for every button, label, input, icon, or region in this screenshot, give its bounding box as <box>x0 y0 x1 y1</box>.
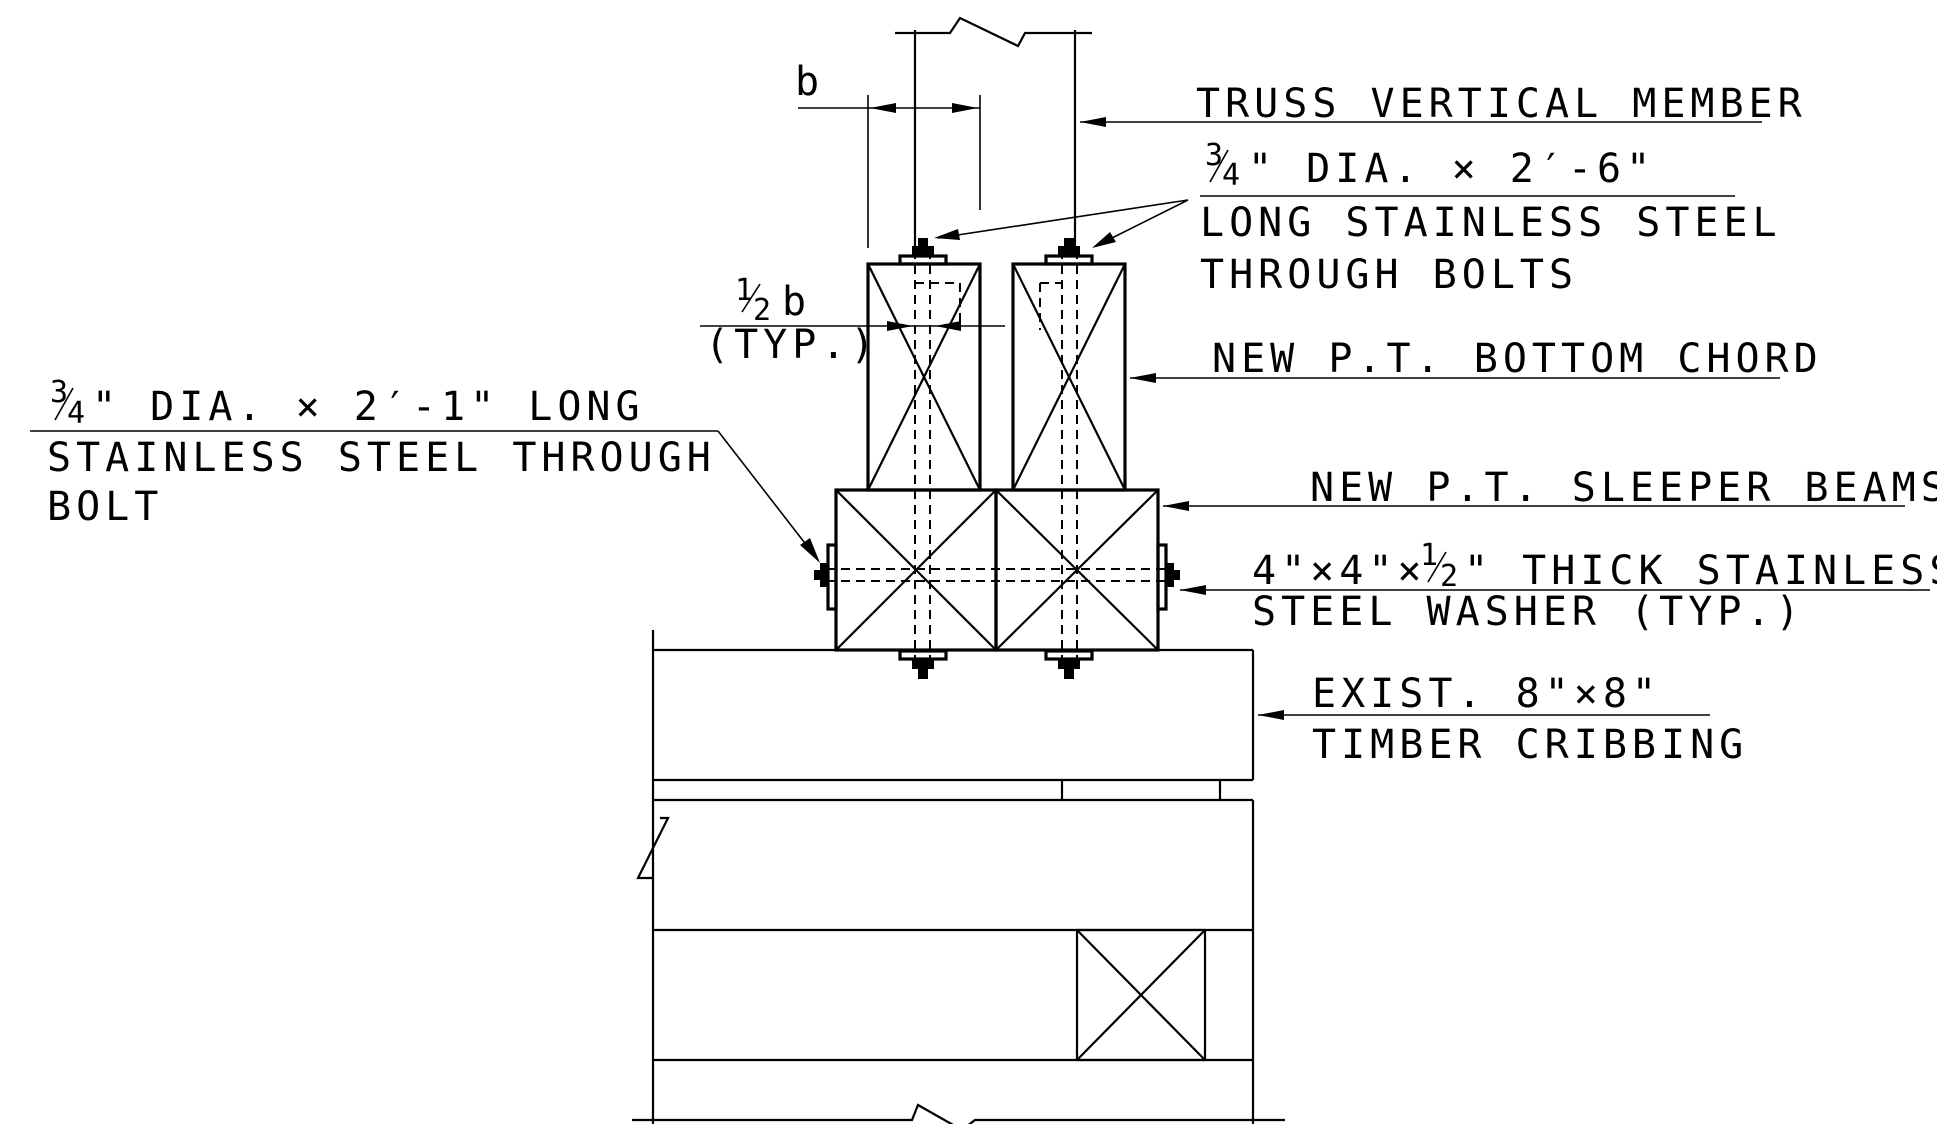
label-side-bolt-line3: BOLT <box>47 484 163 530</box>
leader-side-bolt: 3 4 " DIA. × 2′-1" LONG STAINLESS STEEL … <box>30 375 820 563</box>
label-washer-line2: STEEL WASHER (TYP.) <box>1252 589 1805 635</box>
label-washer-b: " THICK STAINLESS <box>1464 548 1937 594</box>
dim-b-label: b <box>795 59 824 105</box>
bottom-chord-left <box>866 262 982 492</box>
vertical-through-bolt-left <box>898 238 961 679</box>
label-sleeper-beams: NEW P.T. SLEEPER BEAMS <box>1310 465 1937 511</box>
leader-cribbing: EXIST. 8"×8" TIMBER CRIBBING <box>1258 671 1748 768</box>
label-washer-a: 4"×4"× <box>1252 548 1427 594</box>
side-bolt-frac-den: 4 <box>67 396 85 431</box>
top-bolt-frac-den: 4 <box>1222 158 1240 193</box>
half-b-suffix: b <box>782 279 811 325</box>
label-top-bolt-line1: " DIA. × 2′-6" <box>1248 146 1655 192</box>
half-b-num: 1 <box>735 273 753 308</box>
washer-frac-num: 1 <box>1420 538 1438 573</box>
label-bottom-chord: NEW P.T. BOTTOM CHORD <box>1212 336 1823 382</box>
label-top-bolt-line3: THROUGH BOLTS <box>1200 252 1578 298</box>
label-side-bolt-line1: " DIA. × 2′-1" LONG <box>92 384 645 430</box>
side-bolt-frac-num: 3 <box>50 375 68 410</box>
label-cribbing-line1: EXIST. 8"×8" <box>1312 671 1661 717</box>
half-b-den: 2 <box>753 293 771 328</box>
half-b-typ: (TYP.) <box>705 322 880 368</box>
top-bolt-frac-num: 3 <box>1205 138 1223 173</box>
label-truss-vertical: TRUSS VERTICAL MEMBER <box>1196 81 1807 127</box>
leader-sleeper-beams: NEW P.T. SLEEPER BEAMS <box>1163 465 1937 511</box>
leader-bottom-chord: NEW P.T. BOTTOM CHORD <box>1130 336 1823 383</box>
leader-truss-vertical: TRUSS VERTICAL MEMBER <box>1080 81 1807 127</box>
label-side-bolt-line2: STAINLESS STEEL THROUGH <box>47 435 716 481</box>
truss-vertical-member <box>895 16 1092 250</box>
dimension-half-b: 1 2 b (TYP.) <box>700 273 1005 368</box>
bottom-chord-right <box>1011 262 1127 492</box>
leader-washer: 4"×4"× 1 2 " THICK STAINLESS STEEL WASHE… <box>1180 538 1937 635</box>
horizontal-through-bolt <box>814 543 1180 611</box>
label-top-bolt-line2: LONG STAINLESS STEEL <box>1200 200 1782 246</box>
vertical-through-bolt-right <box>1039 238 1094 679</box>
leader-top-bolts: 3 4 " DIA. × 2′-6" LONG STAINLESS STEEL … <box>934 138 1782 298</box>
dimension-b: b <box>795 59 981 248</box>
timber-cribbing <box>632 630 1285 1124</box>
washer-frac-den: 2 <box>1440 559 1458 594</box>
label-cribbing-line2: TIMBER CRIBBING <box>1312 722 1748 768</box>
